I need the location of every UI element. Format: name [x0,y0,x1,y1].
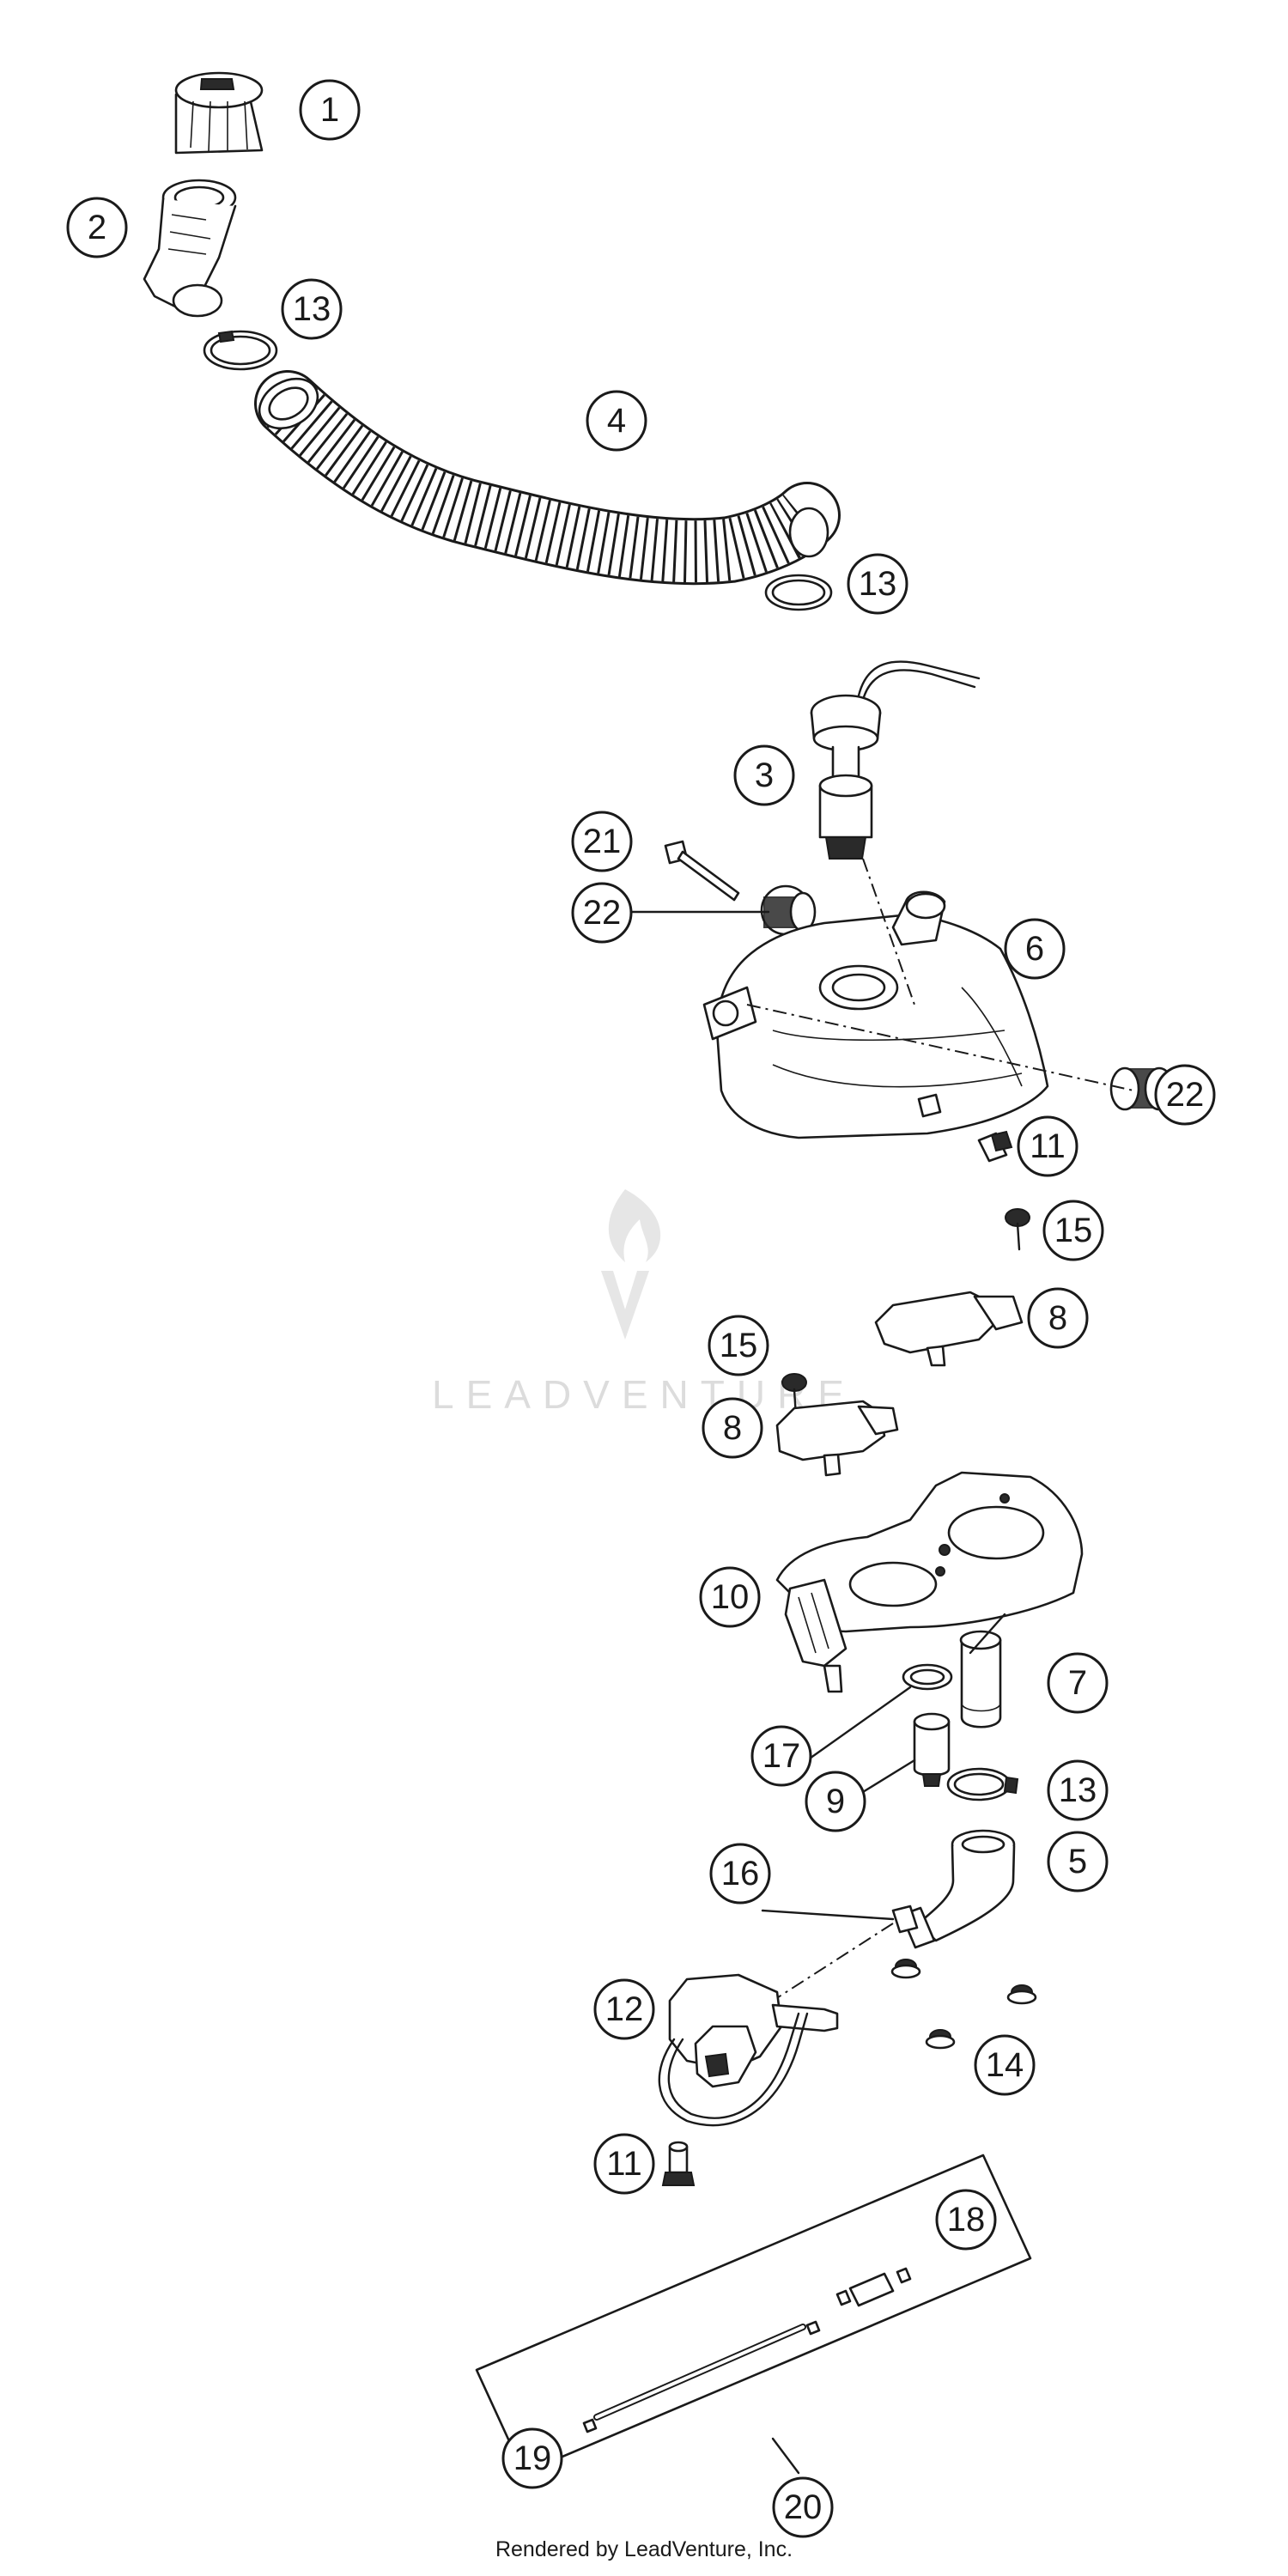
callout-21: 21 [571,811,633,872]
part-7-filter [959,1630,1002,1728]
part-22-grommet-left [760,884,817,936]
callout-12-label: 12 [605,1990,644,2028]
part-12-fuel-pump [658,1973,839,2127]
assembly-lines [746,858,1134,2002]
callout-12: 12 [593,1978,655,2040]
part-8-sensor-lower [775,1400,899,1477]
callout-17-label: 17 [762,1737,801,1775]
callout-13-mid-label: 13 [859,565,897,603]
callout-17: 17 [750,1725,812,1787]
callout-5-label: 5 [1068,1843,1087,1880]
callout-14: 14 [974,2034,1036,2096]
callout-15-lower-label: 15 [720,1327,758,1364]
callout-21-label: 21 [583,823,622,860]
callout-1: 1 [299,79,361,141]
part-1-cap [174,71,264,155]
callout-22-left-label: 22 [583,894,622,932]
callout-6-label: 6 [1025,930,1044,968]
callout-3-label: 3 [755,756,774,794]
part-13-hose-clamp-top [203,330,278,371]
callout-10: 10 [699,1566,761,1628]
callout-9-label: 9 [826,1783,845,1820]
part-13-hose-clamp-lower [946,1767,1019,1801]
part-10-bracket [775,1471,1084,1693]
callout-11-tank: 11 [1017,1115,1078,1177]
callout-4: 4 [586,390,647,452]
render-credit-footer: Rendered by LeadVenture, Inc. [495,2537,793,2561]
callout-7-label: 7 [1068,1664,1087,1702]
callout-13-mid: 13 [847,553,908,615]
callout-22-right: 22 [1154,1064,1216,1126]
part-13-hose-clamp-mid [764,574,833,611]
callout-13-top: 13 [281,278,343,340]
callout-5: 5 [1047,1831,1109,1893]
callout-14-label: 14 [986,2046,1024,2084]
callout-8-upper-label: 8 [1048,1299,1067,1337]
callout-19: 19 [501,2427,563,2489]
callout-11-tank-label: 11 [1030,1127,1066,1165]
part-15-screw-upper [1005,1208,1030,1251]
watermark-brand-text: LEADVENTURE [432,1372,856,1417]
part-17-clip [902,1663,953,1691]
part-8-sensor-upper [874,1291,1024,1367]
callout-15-upper: 15 [1042,1200,1104,1261]
callout-13-lower: 13 [1047,1759,1109,1821]
part-11-bolt-pump [661,2141,696,2186]
callout-8-lower: 8 [702,1397,763,1459]
part-3-fuel-level-sensor [810,660,981,860]
callout-6: 6 [1004,918,1066,980]
callout-11-pump-label: 11 [606,2145,642,2183]
part-2-filler-neck [143,179,237,318]
callout-20-label: 20 [784,2488,823,2526]
callout-16: 16 [709,1843,771,1905]
kit-box [475,2154,1032,2475]
part-16-clip [891,1905,919,1934]
part-14-screw-b [1006,1984,1037,2005]
leadventure-watermark: LEADVENTURE [432,1189,856,1417]
callout-13-lower-label: 13 [1059,1771,1097,1809]
callout-16-label: 16 [721,1855,760,1893]
callout-19-label: 19 [513,2439,552,2477]
callout-13-top-label: 13 [293,290,331,328]
callout-22-right-label: 22 [1166,1076,1205,1114]
part-21-bolt [664,840,740,902]
part-5-elbow [900,1829,1016,1949]
part-6-fuel-tank [702,890,1049,1139]
part-14-screw-a [890,1959,921,1979]
callout-18-label: 18 [947,2201,986,2239]
callout-22-left: 22 [571,882,633,944]
callout-15-lower: 15 [708,1315,769,1376]
callout-2-label: 2 [88,209,106,246]
callout-3: 3 [733,744,795,806]
callout-8-lower-label: 8 [723,1409,742,1447]
callout-8-upper: 8 [1027,1287,1089,1349]
callout-7: 7 [1047,1652,1109,1714]
callout-9: 9 [805,1771,866,1832]
part-9-plug [913,1712,951,1787]
callout-10-label: 10 [711,1578,750,1616]
callout-20: 20 [772,2476,834,2538]
callout-1-label: 1 [320,91,339,129]
callout-4-label: 4 [607,402,626,440]
part-14-screw-c [925,2029,956,2050]
callout-15-upper-label: 15 [1054,1212,1093,1249]
callout-11-pump: 11 [593,2133,655,2195]
callout-18: 18 [935,2189,997,2251]
part-11-bolt-tank [977,1130,1013,1163]
part-4-corrugated-hose [254,370,841,586]
callout-2: 2 [66,197,128,258]
